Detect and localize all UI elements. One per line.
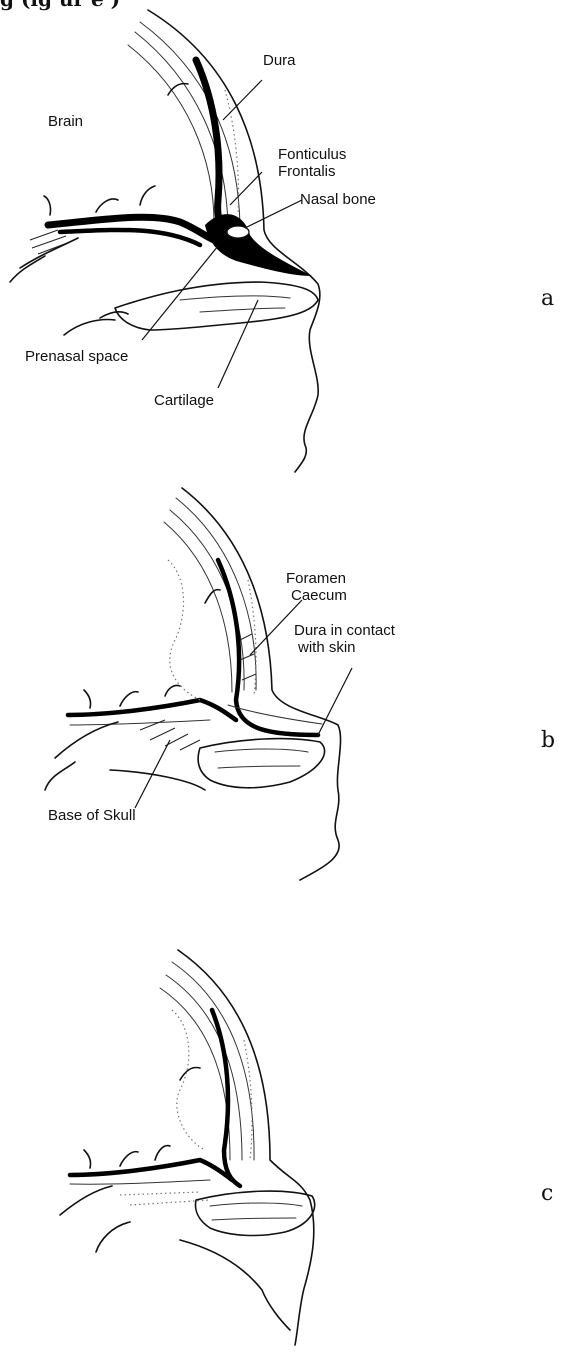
panel-c-labels: c [541, 1181, 553, 1206]
label-dura-skin-line1: Dura in contact [294, 622, 396, 639]
panel-c-drawing [60, 950, 315, 1345]
label-prenasal-space: Prenasal space [25, 348, 128, 365]
label-nasal-bone: Nasal bone [300, 191, 376, 208]
panel-letter-a: a [541, 286, 554, 311]
label-dura-skin-line2: with skin [297, 639, 356, 656]
label-foramen-line1: Foramen [286, 570, 346, 587]
label-dura: Dura [263, 52, 296, 69]
label-cartilage: Cartilage [154, 392, 214, 409]
label-fonticulus-line1: Fonticulus [278, 146, 346, 163]
label-foramen-line2: Caecum [291, 587, 347, 604]
label-base-of-skull: Base of Skull [48, 807, 136, 824]
label-fonticulus-line2: Frontalis [278, 163, 336, 180]
panel-letter-b: b [541, 728, 555, 753]
panel-b-labels: Foramen Caecum Dura in contact with skin… [48, 570, 555, 824]
label-brain: Brain [48, 113, 83, 130]
panel-letter-c: c [541, 1181, 553, 1206]
